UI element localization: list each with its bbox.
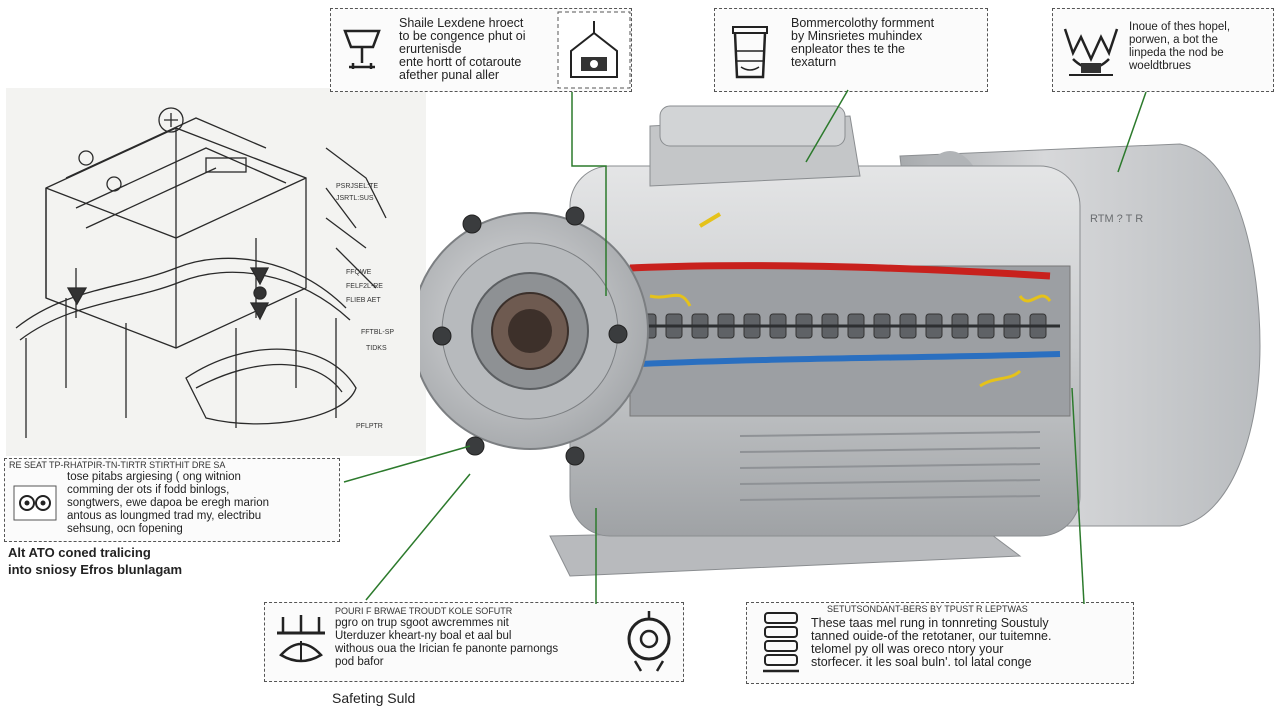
sketch-label: FFTBL-SP	[361, 329, 394, 336]
bird-emblem-icon	[1059, 19, 1123, 83]
callout-header: RE SEAT TP-RHATPIR-TN-TIRTR STIRTHIT DRE…	[9, 460, 226, 470]
valve-icon	[273, 611, 329, 673]
motor-illustration: RTM ? T R	[420, 96, 1280, 596]
svg-text:RTM ? T R: RTM ? T R	[1090, 213, 1143, 225]
bolts-icon	[13, 485, 57, 521]
machine-icon	[557, 11, 631, 89]
callout-header: SETUTSONDANT-BERS BY TPUST R LEPTWAS	[827, 604, 1028, 614]
callout-bottom-right: SETUTSONDANT-BERS BY TPUST R LEPTWAS The…	[746, 602, 1134, 684]
sketch-label: FELF2L-RE	[346, 283, 383, 290]
caption-left: Alt ATO coned tralicing into sniosy Efro…	[8, 545, 183, 577]
sketch-label: JSRTL:SUS	[336, 195, 374, 202]
callout-left-mid: RE SEAT TP-RHATPIR-TN-TIRTR STIRTHIT DRE…	[4, 458, 340, 542]
stand-icon	[339, 23, 385, 73]
technical-sketch: PSRJSEL:TE JSRTL:SUS FFQWE FELF2L-RE FLI…	[6, 88, 426, 456]
callout-text: These taas mel rung in tonnreting Soustu…	[811, 616, 1052, 669]
caption-bottom: Safeting Suld	[332, 690, 416, 706]
callout-top-center: Shaile Lexdene hroect to be congence phu…	[330, 8, 632, 92]
callout-header: POURI F BRWAE TROUDT KOLE SOFUTR	[335, 606, 513, 616]
callout-text: Bommercolothy formment by Minsrietes muh…	[791, 16, 935, 69]
callout-text: Inoue of thes hopel, porwen, a bot the l…	[1129, 21, 1231, 72]
sketch-drawing: PSRJSEL:TE JSRTL:SUS FFQWE FELF2L-RE FLI…	[15, 107, 394, 438]
sketch-label: PSRJSEL:TE	[336, 183, 378, 190]
coil-stack-icon	[759, 609, 803, 679]
container-icon	[725, 21, 775, 83]
callout-text: tose pitabs argiesing ( ong witnion comm…	[67, 471, 270, 535]
callout-top-right-center: Bommercolothy formment by Minsrietes muh…	[714, 8, 988, 92]
callout-bottom-center: POURI F BRWAE TROUDT KOLE SOFUTR pgro on…	[264, 602, 684, 682]
ring-gear-icon	[621, 609, 677, 673]
sketch-label: FFQWE	[346, 269, 372, 276]
sketch-label: PFLPTR	[356, 423, 383, 430]
callout-top-right: Inoue of thes hopel, porwen, a bot the l…	[1052, 8, 1274, 92]
callout-text: pgro on trup sgoot awcremmes nit Uterduz…	[335, 617, 559, 668]
sketch-label: FLIEB AET	[346, 297, 381, 304]
motor-drawing: RTM ? T R	[420, 105, 1261, 577]
callout-text: Shaile Lexdene hroect to be congence phu…	[399, 16, 526, 82]
sketch-label: TIDKS	[366, 345, 387, 352]
